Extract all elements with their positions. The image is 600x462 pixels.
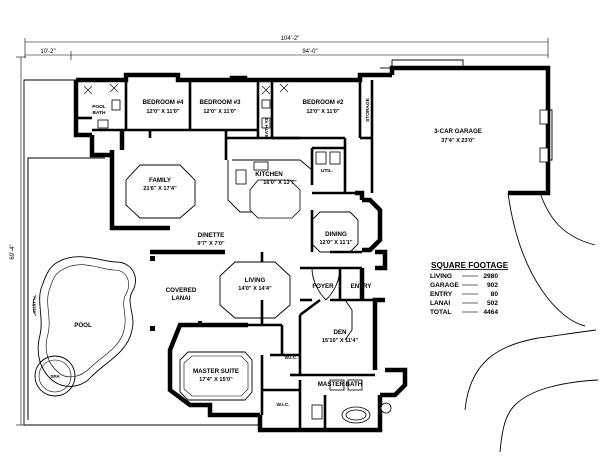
foyer-label: FOYER	[312, 283, 334, 290]
covered-lanai-label: COVERED	[166, 287, 197, 294]
sf-garage-value: 902	[487, 282, 498, 289]
sf-lanai-value: 502	[487, 300, 498, 307]
family-label: FAMILY	[149, 177, 172, 184]
bedroom3-label: BEDROOM #3	[200, 99, 241, 106]
overall-width-label: 104'-2"	[281, 36, 300, 42]
lanai-enclosure	[23, 79, 260, 426]
bedroom4-size: 12'0" X 11'0"	[146, 109, 180, 115]
sf-lanai-label: LANAI	[430, 300, 450, 307]
kitchen-size: 16'0" X 13'7"	[263, 180, 297, 186]
master-suite-size: 17'4" X 15'0"	[199, 377, 233, 383]
garage-size: 37'4" X 23'0"	[441, 138, 475, 144]
dinette-label: DINETTE	[198, 232, 224, 239]
sf-total-label: TOTAL	[430, 309, 451, 316]
planter-label: PLANTER	[32, 297, 36, 314]
bedroom4-label: BEDROOM #4	[143, 99, 184, 106]
den-label: DEN	[333, 329, 347, 336]
bath-fixtures	[97, 99, 392, 424]
covered-lanai-label-2: LANAI	[172, 295, 191, 302]
exterior-walls	[73, 65, 553, 433]
bedroom2-size: 12'0" X 11'0"	[306, 109, 340, 115]
dining-label: DINING	[325, 231, 347, 238]
entry-label: ENTRY	[351, 283, 373, 290]
interior-walls	[76, 80, 375, 430]
main-segment-label: 94'-0"	[302, 49, 317, 55]
util-label: UTIL.	[321, 168, 333, 174]
dinette-size: 9'7" X 7'0"	[197, 241, 225, 247]
room-features	[83, 83, 599, 453]
garage-openings	[380, 59, 549, 163]
sf-entry-label: ENTRY	[430, 291, 453, 298]
garage-label: 3-CAR GARAGE	[434, 128, 482, 135]
master-bath-label: MASTER BATH	[318, 381, 363, 388]
storage-label: STORAGE	[365, 97, 371, 121]
pool	[32, 256, 136, 397]
den-size: 15'10" X 11'4"	[322, 338, 359, 344]
master-suite-label: MASTER SUITE	[193, 368, 239, 375]
kitchen-fixtures	[227, 151, 341, 219]
overall-depth-label: 69'-4"	[10, 244, 16, 259]
kitchen-label: KITCHEN	[255, 171, 283, 178]
family-size: 21'6" X 17'4"	[143, 186, 177, 192]
sf-living-value: 2980	[483, 273, 498, 280]
dimension-lines	[16, 38, 549, 426]
bedroom3-size: 12'0" X 11'0"	[203, 109, 237, 115]
wic2-label: W.I.C.	[276, 402, 289, 408]
living-size: 14'0" X 14'4"	[238, 286, 272, 292]
living-label: LIVING	[245, 277, 266, 284]
lanai-columns	[150, 256, 202, 331]
sf-living-label: LIVING	[430, 273, 452, 280]
square-footage-title: SQUARE FOOTAGE	[431, 261, 509, 270]
left-segment-label: 10'-2"	[40, 49, 55, 55]
pool-label: POOL	[74, 322, 92, 329]
bedroom2-label: BEDROOM #2	[303, 99, 344, 106]
spa-label: SPA	[50, 374, 60, 380]
sf-total-value: 4464	[483, 309, 498, 316]
square-footage-table: SQUARE FOOTAGE LIVING 2980 GARAGE 902 EN…	[430, 261, 509, 316]
sf-garage-label: GARAGE	[430, 282, 460, 289]
sf-entry-value: 80	[491, 291, 499, 298]
wic1-label: W.I.C.	[284, 355, 297, 361]
bath3-label: BATH #3	[264, 118, 270, 138]
dining-size: 12'0" X 11'1"	[319, 240, 353, 246]
